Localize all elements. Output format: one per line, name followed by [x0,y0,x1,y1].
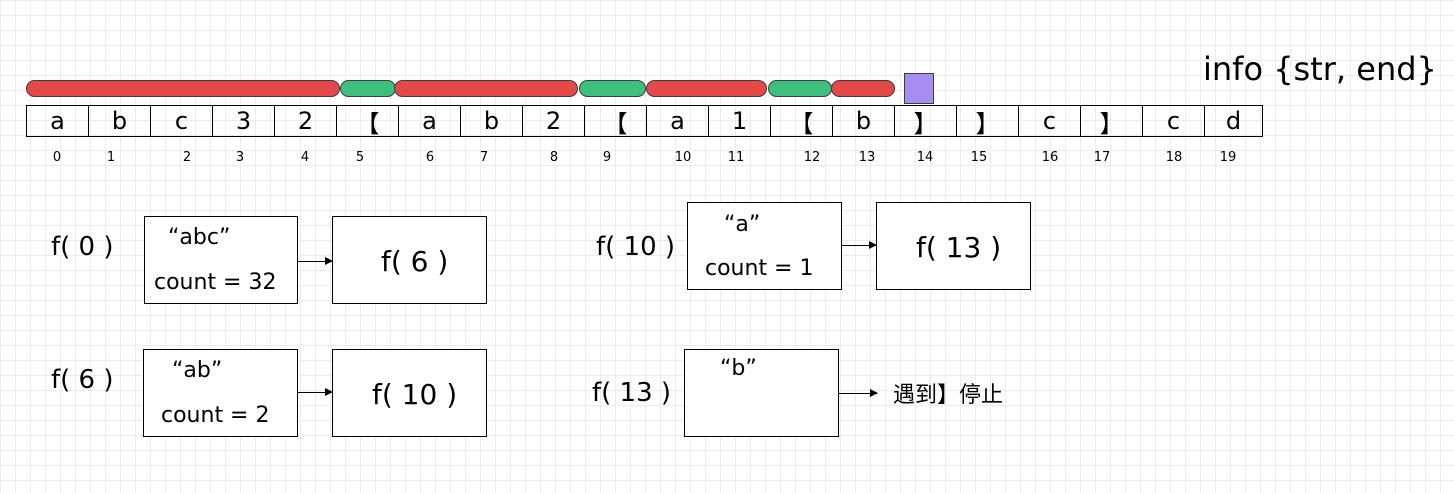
info-box [143,349,298,437]
index-label: 10 [674,150,692,165]
arrow [839,389,878,397]
char-cell: b [832,105,895,137]
char-cell: d [1204,105,1263,137]
index-label: 11 [727,150,745,165]
char-cell: b [88,105,151,137]
index-label: 12 [803,150,821,165]
info-str: “abc” [168,225,231,250]
index-label: 2 [182,150,192,165]
call-label: f( 10 ) [596,232,676,262]
next-call-label: f( 10 ) [372,378,458,411]
char-cell: a [26,105,89,137]
segment-bar-red [646,80,767,97]
index-label: 15 [970,150,988,165]
char-cell: 【 [584,105,647,138]
call-label: f( 0 ) [51,232,114,262]
char-cell: 【 [770,105,833,138]
segment-bar-green [768,80,832,97]
char-cell: c [1142,105,1205,137]
info-box [144,216,298,304]
arrow [298,388,333,396]
index-label: 8 [549,150,559,165]
index-label: 1 [106,150,116,165]
segment-bar-red [394,80,578,97]
char-cell: 2 [274,105,337,137]
index-label: 0 [52,150,62,165]
char-cell: a [646,105,709,137]
info-count: count = 2 [161,403,270,428]
arrow [298,257,333,265]
char-cell: a [398,105,461,137]
info-str: “ab” [172,358,223,383]
call-label: f( 13 ) [592,378,672,408]
segment-bar-red [26,80,340,97]
char-cell: 【 [336,105,399,138]
index-label: 4 [300,150,310,165]
index-label: 5 [355,150,365,165]
info-box [687,202,842,290]
next-call-box [332,216,487,304]
index-label: 7 [479,150,489,165]
info-str: “b” [720,356,757,381]
index-label: 18 [1165,150,1183,165]
index-label: 9 [602,150,612,165]
next-call-label: f( 13 ) [916,231,1002,264]
segment-bar-red [831,80,895,97]
char-cell: 3 [212,105,275,137]
next-call-box [876,202,1031,290]
diagram-title: info {str, end} [1203,50,1437,88]
char-cell: 2 [522,105,585,137]
char-cell: 1 [708,105,771,137]
info-count: count = 32 [154,270,277,295]
index-label: 17 [1093,150,1111,165]
index-label: 13 [858,150,876,165]
index-label: 16 [1041,150,1059,165]
index-label: 14 [916,150,934,165]
index-label: 19 [1219,150,1237,165]
info-str: “a” [724,212,761,237]
segment-bar-green [340,80,396,97]
index-label: 3 [235,150,245,165]
stop-note: 遇到】停止 [893,383,1004,408]
index-label: 6 [425,150,435,165]
char-cell: b [460,105,523,137]
char-cell: 】 [956,105,1019,138]
next-call-box [332,349,487,437]
char-cell: 】 [1080,105,1143,138]
segment-marker-purple [904,73,934,104]
info-count: count = 1 [705,256,814,281]
call-label: f( 6 ) [51,365,114,395]
info-box [684,349,839,437]
char-cell: c [150,105,213,137]
char-cell: c [1018,105,1081,137]
char-cell: 】 [894,105,957,138]
segment-bar-green [579,80,646,97]
arrow [842,241,877,249]
next-call-label: f( 6 ) [381,245,449,278]
